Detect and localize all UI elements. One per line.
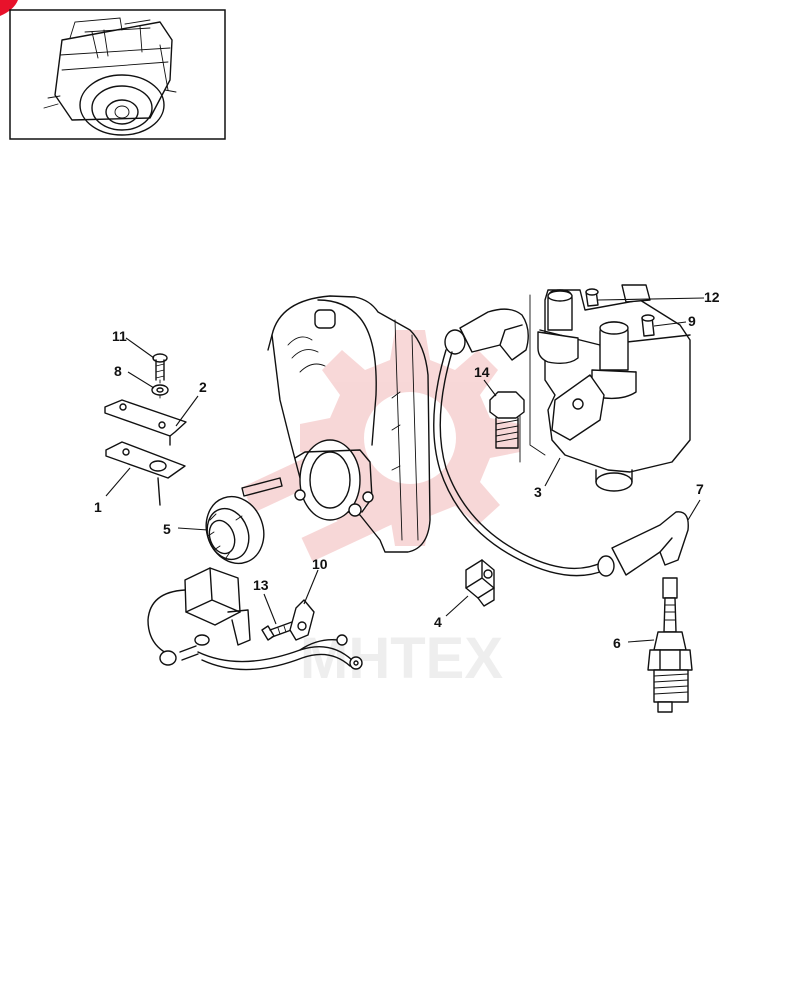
watermark: MHTEX [242,330,520,691]
clip-10 [289,599,315,641]
bracket-lower [105,441,186,506]
callout-9: 9 [688,313,696,329]
high-tension-lead [433,308,689,577]
corner-tab [0,0,18,16]
callout-14: 14 [474,364,490,380]
callout-11: 11 [112,328,127,344]
flywheel-housing [241,295,431,553]
callout-labels: 1 2 3 4 5 6 7 8 9 10 11 12 13 14 [94,289,720,651]
callout-7: 7 [696,481,704,497]
screw-13 [261,621,295,641]
washer-8 [151,384,169,396]
watermark-text: MHTEX [300,626,503,691]
callout-4: 4 [434,614,442,630]
ignition-coil [519,284,691,492]
terminal-connector-4 [465,559,495,607]
bolt-14 [489,391,525,449]
callout-6: 6 [613,635,621,651]
ignition-module [147,567,363,671]
bolt-11 [152,353,168,401]
callout-12: 12 [704,289,720,305]
locator-thumbnail [9,9,226,140]
callout-5: 5 [163,521,171,537]
leader-lines [105,297,705,643]
callout-2: 2 [199,379,207,395]
callout-8: 8 [114,363,122,379]
bracket-upper [104,399,187,446]
callout-3: 3 [534,484,542,500]
spark-plug [647,577,693,713]
callout-10: 10 [312,556,328,572]
engine-thumbnail-icon [43,17,177,136]
callout-13: 13 [253,577,269,593]
magnet-ring [205,495,265,565]
callout-1: 1 [94,499,102,515]
